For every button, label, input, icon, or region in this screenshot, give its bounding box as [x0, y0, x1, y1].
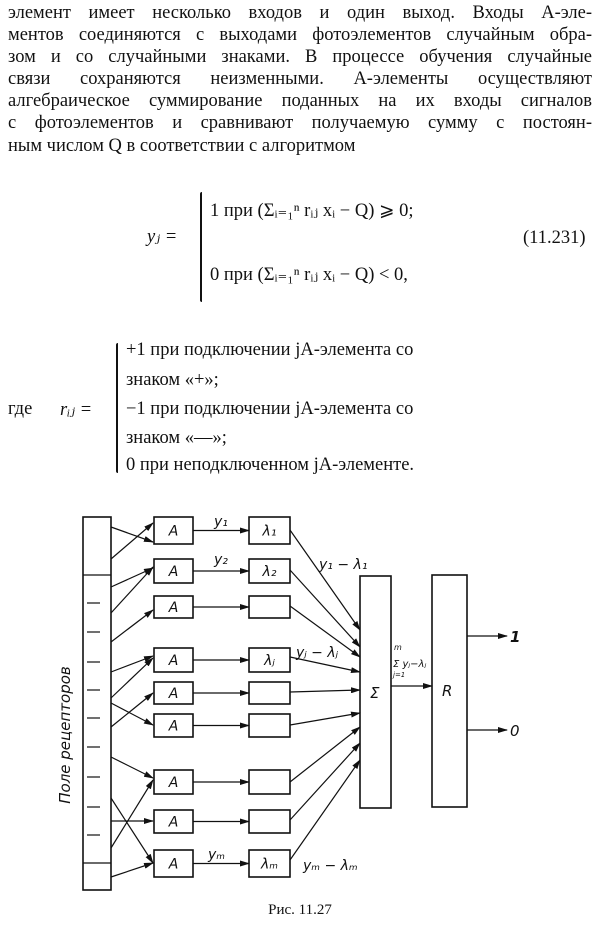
receptor-to-a-arrow: [110, 567, 154, 588]
a-element-label: A: [168, 815, 179, 831]
a-element-label: A: [168, 857, 179, 873]
lambda-to-sum-arrow: [289, 711, 361, 726]
lambda-to-sum-arrow: [289, 656, 361, 674]
a-element-box: [153, 516, 194, 545]
label-y1-minus-l1: y₁ − λ₁: [318, 557, 367, 573]
rij-line: знаком «+»;: [126, 370, 219, 390]
receptor-to-a-arrow: [110, 609, 154, 643]
lambda-box: [248, 769, 291, 795]
receptor-field: [82, 516, 112, 891]
lambda-box: [248, 595, 291, 619]
receptor-to-a-arrow: [110, 522, 154, 560]
lambda-box: [248, 713, 291, 738]
where-word: где: [8, 399, 33, 419]
equation-number: (11.231): [523, 228, 586, 248]
label-yj-minus-lj: yⱼ − λⱼ: [295, 645, 339, 661]
sum-label: Σ yⱼ−λⱼ: [393, 659, 426, 670]
a-element-box: [153, 849, 194, 878]
lambda-label: λ₁: [262, 524, 277, 540]
lambda-to-sum-arrow: [289, 726, 361, 783]
receptor-to-a-arrow: [110, 702, 154, 726]
rij-line: знаком «—»;: [126, 428, 227, 448]
text-line: ментов соединяются с выходами фотоэлемен…: [8, 25, 592, 46]
rij-line: +1 при подключении jA-элемента со: [126, 340, 414, 360]
body-paragraph: элемент имеет несколько входов и один вы…: [8, 2, 592, 157]
receptor-field-label: Поле рецепторов: [56, 666, 74, 804]
lambda-box: [248, 849, 291, 878]
a-element-label: A: [168, 600, 179, 616]
receptor-to-a-arrow: [110, 797, 154, 864]
a-element-box: [153, 558, 194, 584]
lambda-label: λ₂: [262, 564, 277, 580]
sum-label-bottom: j=1: [392, 671, 405, 679]
lambda-label: λₘ: [260, 857, 278, 873]
sum-label-top: m: [394, 643, 402, 652]
equation-case-2: 0 при (Σᵢ₌₁ⁿ rᵢⱼ xᵢ − Q) < 0,: [210, 265, 408, 285]
lambda-box: [248, 558, 291, 584]
receptor-to-a-arrow: [110, 526, 154, 543]
rij-line: −1 при подключении jA-элемента со: [126, 399, 414, 419]
output-one: 1: [510, 628, 520, 646]
a-element-label: A: [168, 524, 179, 540]
label-y2: y₂: [213, 552, 228, 568]
text-line: элемент имеет несколько входов и один вы…: [8, 3, 592, 23]
a-element-label: A: [168, 775, 179, 791]
label-ym-minus-lm: yₘ − λₘ: [302, 858, 358, 874]
a-element-label: A: [168, 653, 179, 669]
a-element-box: [153, 647, 194, 673]
lambda-to-sum-arrow: [289, 605, 361, 658]
equation-brace: [200, 192, 202, 302]
a-element-label: A: [168, 719, 179, 735]
text-line: связи сохраняются неизменными. A-элемент…: [8, 69, 592, 90]
lambda-to-sum-arrow: [289, 569, 361, 648]
text-line: алгебраическое суммирование поданных на …: [8, 91, 592, 112]
receptor-to-a-arrow: [110, 657, 154, 699]
equation-case-1: 1 при (Σᵢ₌₁ⁿ rᵢⱼ xᵢ − Q) ⩾ 0;: [210, 201, 414, 221]
rij-lhs: rᵢⱼ =: [60, 400, 93, 420]
text-line: зом и со случайными знаками. В процессе …: [8, 47, 592, 68]
decision-box-r: [431, 574, 468, 808]
a-element-box: [153, 713, 194, 738]
label-ym: yₘ: [207, 847, 225, 863]
receptor-to-a-arrow: [110, 862, 154, 878]
lambda-to-sum-arrow: [289, 742, 361, 821]
text-line: с фотоэлементов и сравнивают получаемую …: [8, 113, 592, 134]
equation-lhs: yⱼ =: [147, 227, 178, 247]
text-line: ным числом Q в соответствии с алгоритмом: [8, 135, 356, 156]
output-zero: 0: [510, 722, 520, 740]
lambda-to-sum-arrow: [289, 687, 361, 694]
a-element-box: [153, 809, 194, 834]
label-y1: y₁: [213, 514, 228, 530]
lambda-label: λⱼ: [263, 653, 275, 669]
rij-brace: [116, 343, 118, 473]
receptor-to-a-arrow: [110, 756, 154, 779]
a-element-box: [153, 595, 194, 619]
receptor-to-a-arrow: [110, 692, 154, 728]
receptor-to-a-arrow: [110, 779, 154, 849]
a-element-label: A: [168, 686, 179, 702]
sigma-label: Σ: [370, 684, 380, 702]
figure-caption: Рис. 11.27: [268, 902, 332, 918]
a-element-label: A: [168, 564, 179, 580]
lambda-box: [248, 681, 291, 705]
lambda-to-sum-arrow: [289, 759, 361, 861]
lambda-box: [248, 516, 291, 545]
receptor-to-a-arrow: [110, 566, 154, 614]
a-element-box: [153, 769, 194, 795]
r-label: R: [442, 682, 452, 700]
lambda-box: [248, 809, 291, 834]
a-element-box: [153, 681, 194, 705]
summator-box: [359, 575, 392, 809]
lambda-to-sum-arrow: [289, 529, 361, 631]
lambda-box: [248, 647, 291, 673]
rij-line: 0 при неподключенном jA-элементе.: [126, 455, 415, 475]
